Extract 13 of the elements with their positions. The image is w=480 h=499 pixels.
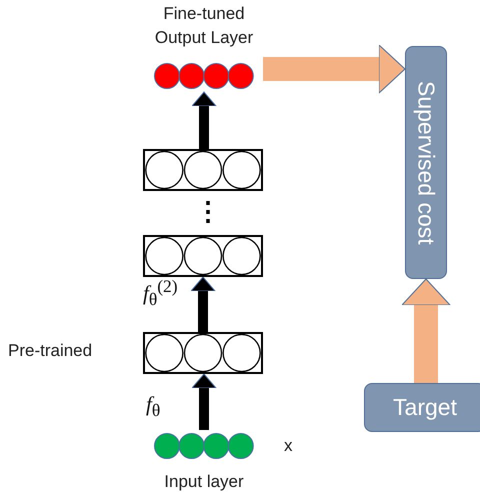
layer-title: Input layer (163, 471, 245, 493)
block-arrow (192, 374, 216, 430)
block-arrow (190, 276, 216, 332)
edge-label: f$_{θ}$ (146, 392, 160, 422)
block-arrow (192, 92, 216, 149)
block-arrow (402, 278, 450, 383)
target-box: Target (364, 383, 480, 432)
layer-title: Fine-tuned Output Layer (154, 3, 254, 49)
side-label: x (284, 436, 292, 456)
side-label: Pre-trained (8, 341, 92, 361)
cost-box: Supervised cost (405, 46, 447, 279)
ellipsis: ⋮ (195, 196, 221, 226)
block-arrow (263, 44, 406, 94)
